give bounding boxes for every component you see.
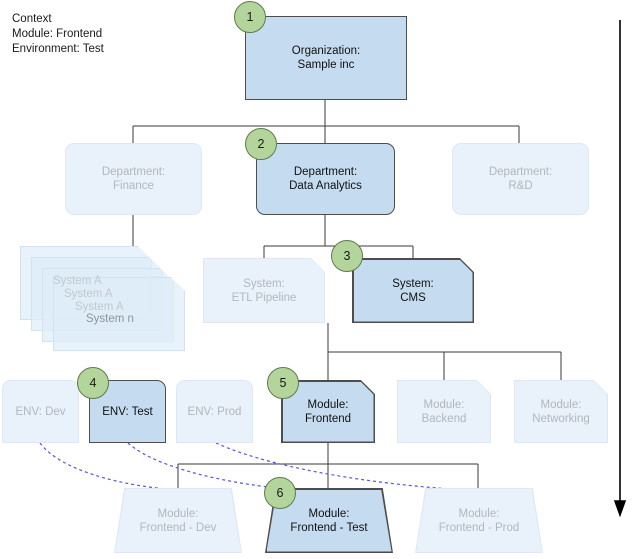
node-env-test-label: ENV: Test [102, 405, 153, 418]
node-department-finance[interactable]: Department: Finance [65, 143, 202, 215]
node-department-rd-label: Department: R&D [488, 166, 553, 192]
node-module-frontend-test-label: Module: Frontend - Test [290, 507, 368, 534]
node-env-dev[interactable]: ENV: Dev [2, 380, 79, 443]
wire-env-dev-to-frontend-dev [39, 442, 179, 491]
node-system-cms-inner [354, 260, 473, 322]
node-env-dev-label: ENV: Dev [15, 405, 66, 418]
wire-module-to-instances [177, 443, 479, 488]
node-module-frontend-prod-label: Module: Frontend - Prod [438, 507, 520, 534]
badge-5[interactable]: 5 [267, 367, 299, 399]
context-note: Context Module: Frontend Environment: Te… [12, 13, 104, 55]
wire-org-to-depts [132, 100, 520, 143]
wire-env-prod-to-frontend-prod [215, 442, 471, 491]
system-stack-label-3: System A [75, 301, 124, 313]
badge-3[interactable]: 3 [331, 240, 363, 272]
system-stack-layer-4 [53, 277, 185, 351]
node-module-networking-inner [515, 381, 607, 442]
badge-4[interactable]: 4 [77, 367, 109, 399]
node-module-frontend-inner [283, 382, 374, 442]
node-department-finance-label: Department: Finance [101, 166, 166, 192]
badge-6[interactable]: 6 [264, 477, 296, 509]
node-system-etl-pipeline-inner [204, 259, 324, 322]
badge-1[interactable]: 1 [234, 1, 266, 33]
node-module-frontend-label: Module: Frontend [304, 398, 352, 425]
node-module-networking-label: Module: Networking [532, 398, 590, 425]
node-department-data-analytics[interactable]: Department: Data Analytics [256, 143, 395, 215]
node-module-backend-inner [398, 381, 490, 442]
system-stack-label-1: System A [53, 275, 102, 287]
node-module-frontend-dev[interactable]: Module: Frontend - Dev [114, 488, 242, 553]
node-system-stack[interactable]: System A System A System A System n [20, 246, 185, 351]
node-system-cms-label: System: CMS [392, 277, 434, 304]
node-system-cms[interactable]: System: CMS [352, 258, 474, 323]
node-module-backend-label: Module: Backend [421, 398, 467, 425]
drill-down-arrow [613, 20, 627, 518]
node-organization-label: Organization: Sample inc [291, 45, 361, 71]
node-organization[interactable]: Organization: Sample inc [245, 16, 407, 100]
node-module-frontend-dev-label: Module: Frontend - Dev [139, 507, 217, 534]
node-module-frontend-prod[interactable]: Module: Frontend - Prod [415, 488, 543, 553]
system-stack-label-2: System A [64, 288, 113, 300]
node-system-etl-pipeline-label: System: ETL Pipeline [231, 277, 297, 304]
node-system-etl-pipeline[interactable]: System: ETL Pipeline [203, 258, 325, 323]
wire-cms-to-modules [327, 323, 562, 380]
node-module-frontend-dev-inner [115, 489, 241, 552]
node-module-frontend-prod-inner [416, 489, 542, 552]
node-department-rd[interactable]: Department: R&D [452, 143, 589, 215]
node-env-prod-label: ENV: Prod [187, 405, 242, 418]
system-stack-label-4: System n [86, 313, 134, 325]
node-module-networking[interactable]: Module: Networking [514, 380, 608, 443]
badge-2[interactable]: 2 [245, 128, 277, 160]
node-department-data-analytics-label: Department: Data Analytics [289, 166, 362, 192]
node-module-backend[interactable]: Module: Backend [397, 380, 491, 443]
node-env-prod[interactable]: ENV: Prod [176, 380, 253, 443]
